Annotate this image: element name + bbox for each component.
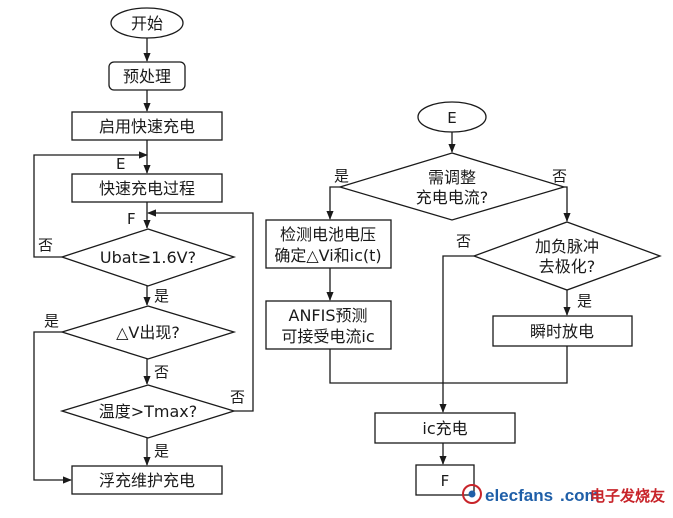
ubat-yes-label: 是 [154,287,169,305]
watermark: elecfans .com 电子发烧友 [462,484,665,505]
pulse-yes-label: 是 [577,292,592,310]
adjust-line1: 需调整 [428,168,476,187]
pulse-decision [472,221,662,291]
anfis-line1: ANFIS预测 [289,306,368,325]
pulse-no-label: 否 [456,232,471,250]
adjust-line2: 充电电流? [416,188,489,207]
watermark-cn: 电子发烧友 [590,487,665,505]
edge-discharge-merge [443,346,568,384]
temp-no-label: 否 [230,388,245,406]
fast-process-label: 快速充电过程 [99,179,195,198]
watermark-logo-icon [462,484,482,504]
adjust-yes-label: 是 [334,167,349,185]
enable-fast-label: 启用快速充电 [99,117,195,136]
detect-line1: 检测电池电压 [280,225,376,244]
discharge-box [492,315,633,347]
dv-yes-label: 是 [44,312,59,330]
ubat-decision [59,228,237,287]
ubat-no-label: 否 [38,236,53,254]
dv-decision [59,305,237,360]
adjust-no-label: 否 [552,167,567,185]
ic-charge-label: ic充电 [422,419,467,438]
edge-dv-yes [33,331,72,484]
pulse-line2: 去极化? [539,257,596,276]
detect-line2: 确定△Vi和ic(t) [274,246,381,265]
edge-pulse-no [439,255,474,413]
dv-no-label: 否 [154,363,169,381]
edge-adjust-yes [326,186,340,220]
connector-f-label: F [127,210,136,228]
edge-ubat-no-loop [33,151,148,258]
anfis-line2: 可接受电流ic [281,327,374,346]
ic-charge-box [374,412,516,444]
temp-yes-label: 是 [154,442,169,460]
connector-e-label: E [116,155,125,173]
float-charge-label: 浮充维护充电 [99,471,195,490]
discharge-label: 瞬时放电 [530,322,594,341]
preprocess-label: 预处理 [123,67,171,86]
connector-e-right-label: E [447,109,456,127]
watermark-domain: .com [560,486,600,505]
anfis-box [265,300,392,350]
watermark-site: elecfans [485,486,553,505]
temp-decision [59,384,237,439]
edge-temp-no-loop [147,209,254,412]
edge-anfis-merge [329,349,443,384]
pulse-line1: 加负脉冲 [535,237,599,256]
detect-box [265,219,392,269]
connector-f-right-label: F [441,472,450,490]
ubat-label: Ubat≥1.6V? [100,248,196,267]
fast-process-box [71,173,223,203]
edge-adjust-no [563,186,571,222]
start-label: 开始 [131,14,163,33]
adjust-decision [337,152,567,221]
dv-label: △V出现? [116,323,180,342]
float-charge-box [71,465,223,495]
temp-label: 温度>Tmax? [99,402,198,421]
